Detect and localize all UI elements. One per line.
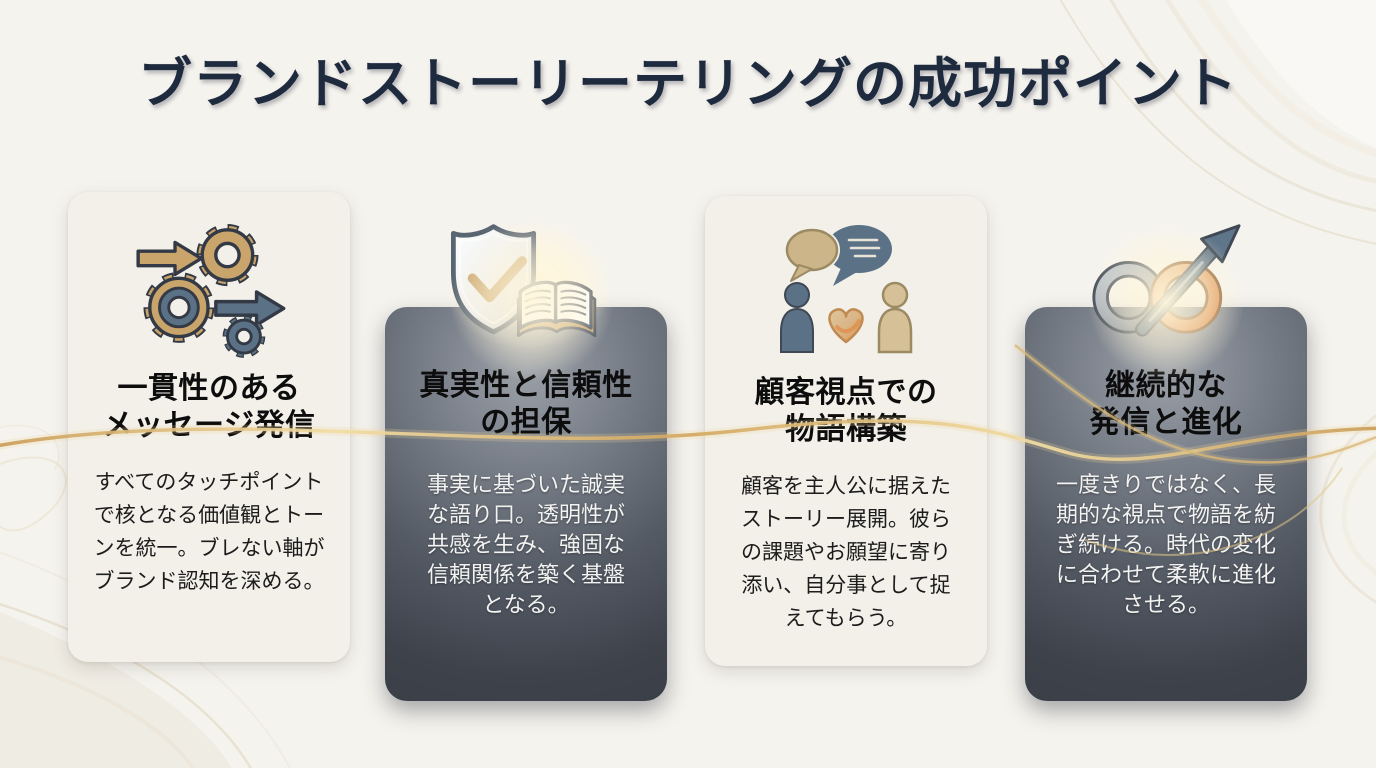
card-title: 顧客視点での 物語構築 bbox=[754, 376, 938, 446]
card-authenticity-trust: 真実性と信頼性 の担保 事実に基づいた誠実 な語り口。透明性が 共感を生み、強固… bbox=[385, 222, 667, 701]
card-title: 一貫性のある メッセージ発信 bbox=[102, 372, 316, 442]
card-customer-perspective: 顧客視点での 物語構築 顧客を主人公に据えた ストーリー展開。彼ら の課題やお願… bbox=[705, 196, 987, 666]
card-continuous-evolution: 継続的な 発信と進化 一度きりではなく、長 期的な視点で物語を紡 ぎ続ける。時代… bbox=[1025, 224, 1307, 701]
infinity-growth-arrow-icon bbox=[1086, 217, 1246, 343]
shield-check-book-icon bbox=[440, 217, 612, 356]
card-body: 一度きりではなく、長 期的な視点で物語を紡 ぎ続ける。時代の変化 に合わせて柔軟… bbox=[1055, 472, 1276, 617]
card-consistent-messaging: 一貫性のある メッセージ発信 すべてのタッチポイント で核となる価値観とトー ン… bbox=[68, 192, 350, 662]
card-body: すべてのタッチポイント で核となる価値観とトー ンを統一。ブレない軸が ブランド… bbox=[93, 471, 325, 593]
customers-dialogue-heart-icon bbox=[771, 220, 921, 363]
card-title: 真実性と信頼性 の担保 bbox=[419, 369, 633, 439]
card-title: 継続的な 発信と進化 bbox=[1089, 369, 1243, 439]
gears-arrows-icon bbox=[127, 216, 292, 367]
card-body: 事実に基づいた誠実 な語り口。透明性が 共感を生み、強固な 信頼関係を築く基盤 … bbox=[426, 472, 625, 617]
page-title: ブランドストーリーテリングの成功ポイント bbox=[138, 51, 1238, 115]
card-body: 顧客を主人公に据えた ストーリー展開。彼ら の課題やお願望に寄り 添い、自分事と… bbox=[741, 475, 951, 630]
